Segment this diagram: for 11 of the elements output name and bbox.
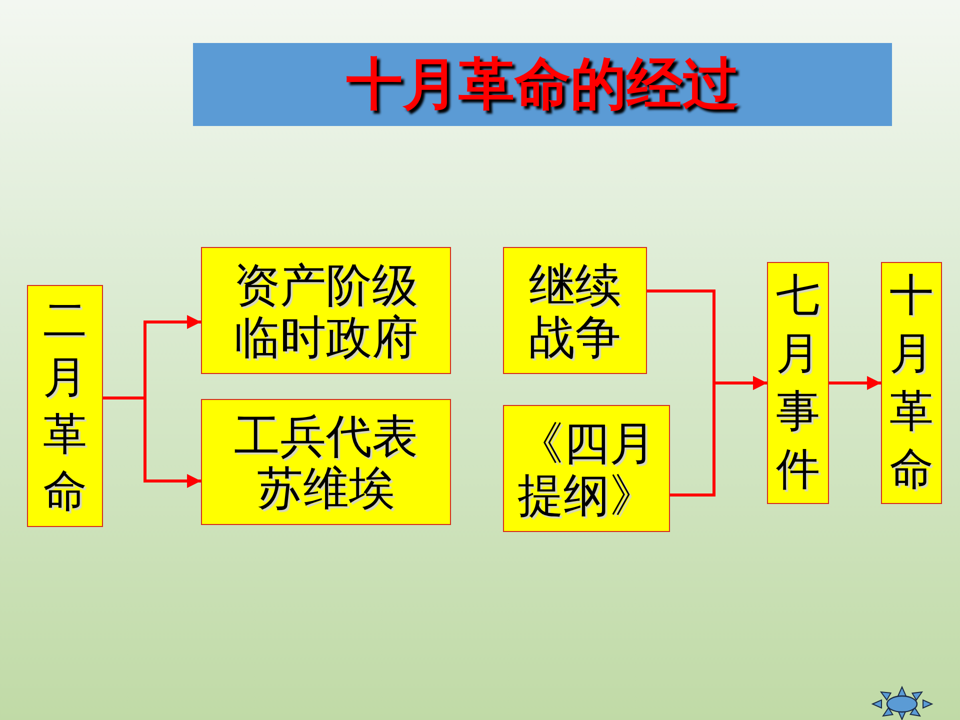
connector-arrow bbox=[103, 396, 201, 488]
connector-arrow bbox=[829, 376, 881, 390]
event-box: 二月革命 bbox=[27, 285, 103, 527]
event-box: 工兵代表苏维埃 bbox=[201, 399, 451, 525]
event-box: 七月事件 bbox=[767, 262, 829, 504]
title-banner: 十月革命的经过 bbox=[193, 43, 892, 126]
event-box: 继续战争 bbox=[503, 247, 647, 374]
event-box: 资产阶级临时政府 bbox=[201, 247, 451, 374]
event-box: 十月革命 bbox=[881, 262, 942, 504]
event-box: 《四月提纲》 bbox=[503, 405, 670, 532]
connector-arrow bbox=[670, 376, 767, 496]
